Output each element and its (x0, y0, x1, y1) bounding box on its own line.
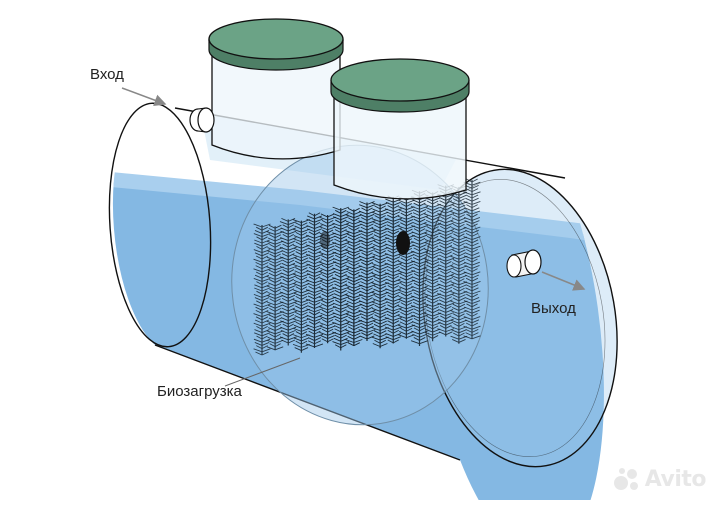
brush-strand (253, 223, 271, 356)
lid-2 (330, 58, 470, 102)
brush-strand (279, 217, 297, 346)
inlet-label: Вход (90, 66, 124, 83)
inlet-arrow (121, 87, 167, 106)
brush-strand (463, 178, 481, 340)
brush-strand (266, 224, 284, 351)
watermark-text: Avito (644, 466, 707, 492)
water-surface (112, 170, 604, 250)
watermark: Avito (613, 466, 707, 492)
brush-strand (292, 219, 311, 353)
partition-opening (396, 231, 410, 255)
outlet-label: Выход (531, 300, 576, 317)
outlet-pipe (506, 249, 542, 278)
brush-strand (397, 196, 416, 339)
brush-strand (423, 191, 442, 342)
inlet-pipe (189, 107, 215, 133)
brush-strand (358, 201, 376, 341)
brush-strand (345, 207, 363, 347)
outlet-arrow (541, 271, 586, 291)
bioload-leader (224, 357, 301, 387)
brush-strand (371, 202, 389, 349)
neck-1 (208, 18, 344, 160)
bioload-label: Биозагрузка (157, 383, 242, 400)
brush-strand (384, 195, 402, 344)
avito-dots-icon (613, 468, 638, 490)
neck-2 (330, 58, 470, 200)
brush-strand (332, 206, 350, 351)
brush-strand (305, 212, 324, 348)
tank-left-end (108, 102, 212, 348)
